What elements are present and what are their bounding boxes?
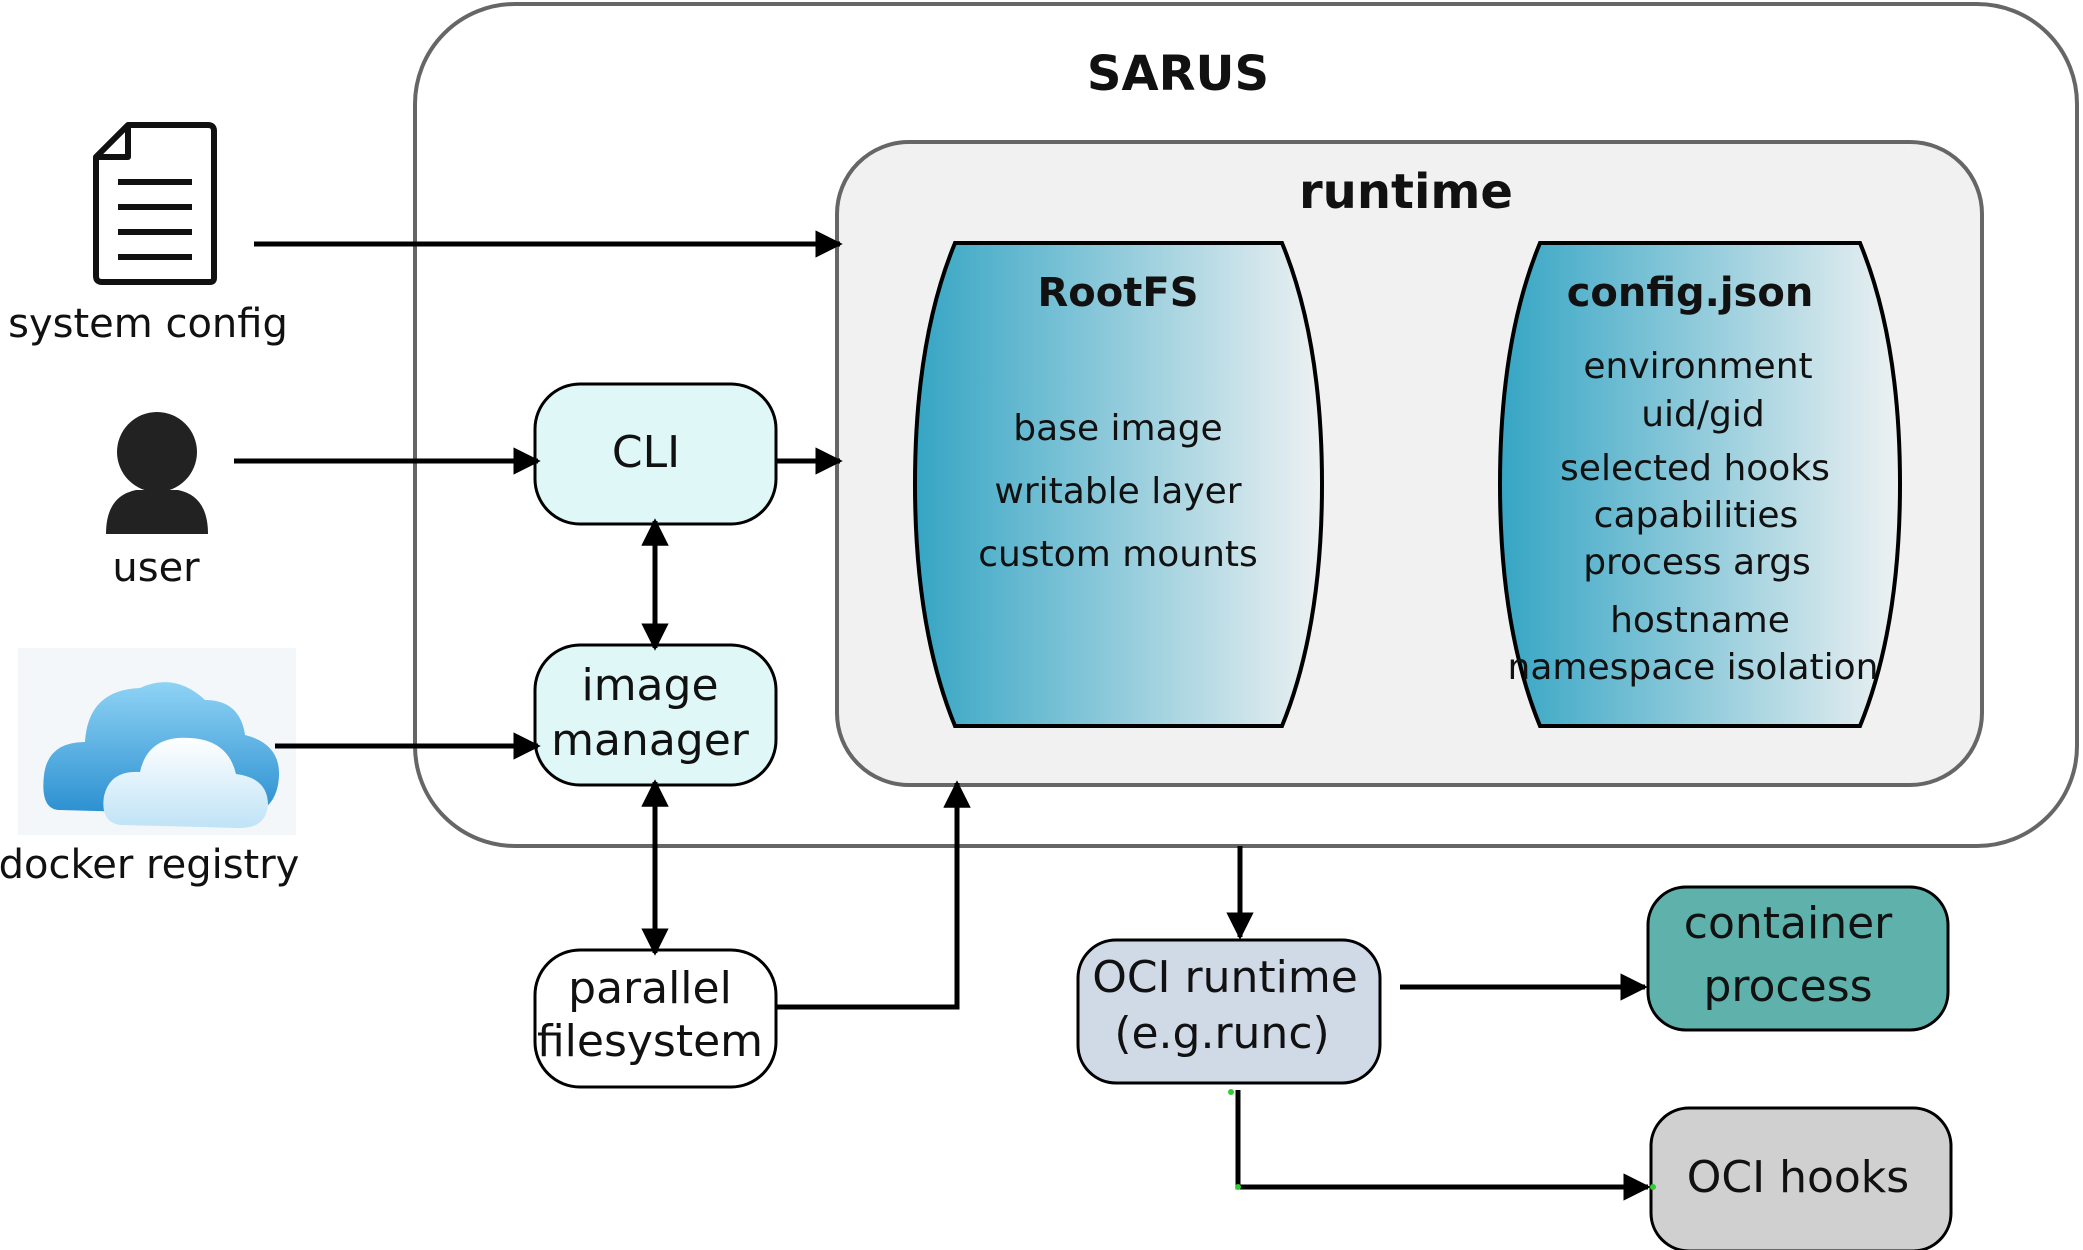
- system-config-label: system config: [8, 301, 288, 347]
- oci-runtime-label-line1: OCI runtime: [1092, 952, 1358, 1003]
- oci-runtime-label-line2: (e.g.runc): [1114, 1008, 1329, 1059]
- connector-point: [1650, 1184, 1656, 1190]
- image-manager-label-line2: manager: [551, 715, 750, 766]
- oci-hooks-box: OCI hooks: [1649, 1106, 1953, 1250]
- cli-box: CLI: [533, 382, 778, 526]
- parallel-fs-label-line1: parallel: [568, 963, 732, 1014]
- config-json-item: namespace isolation: [1508, 647, 1879, 688]
- arrow-parallel-fs-to-runtime: [776, 780, 971, 1010]
- config-json-cylinder: config.json environment uid/gid selected…: [1497, 241, 1903, 728]
- config-json-item: uid/gid: [1641, 394, 1765, 435]
- user-icon: [106, 412, 208, 534]
- image-manager-label-line1: image: [581, 660, 718, 711]
- connector-point: [1235, 1184, 1241, 1190]
- rootfs-cylinder: RootFS base image writable layer custom …: [912, 241, 1325, 728]
- oci-hooks-label: OCI hooks: [1687, 1152, 1909, 1203]
- container-process-label-line1: container: [1684, 898, 1893, 949]
- rootfs-item: writable layer: [994, 471, 1241, 512]
- runtime-title: runtime: [1299, 164, 1513, 220]
- image-manager-box: image manager: [533, 643, 778, 787]
- container-process-box: container process: [1646, 885, 1950, 1032]
- sarus-title: SARUS: [1087, 46, 1269, 102]
- config-json-item: environment: [1583, 346, 1812, 387]
- cli-label: CLI: [612, 427, 680, 478]
- container-process-label-line2: process: [1703, 961, 1872, 1012]
- oci-runtime-box: OCI runtime (e.g.runc): [1076, 938, 1382, 1085]
- config-json-item: hostname: [1610, 600, 1790, 641]
- config-json-item: capabilities: [1594, 495, 1799, 536]
- config-json-title: config.json: [1567, 270, 1814, 316]
- arrow-oci-runtime-to-hooks: [1235, 1090, 1651, 1201]
- config-json-item: selected hooks: [1560, 448, 1830, 489]
- connectors: [234, 230, 1656, 1201]
- cloud-icon: [18, 648, 296, 835]
- rootfs-title: RootFS: [1037, 270, 1198, 316]
- rootfs-item: base image: [1013, 408, 1222, 449]
- connector-point: [1228, 1089, 1234, 1095]
- config-json-item: process args: [1583, 542, 1811, 583]
- parallel-filesystem-box: parallel filesystem: [533, 948, 778, 1089]
- document-icon: [93, 122, 217, 285]
- user-label: user: [112, 545, 200, 591]
- parallel-fs-label-line2: filesystem: [537, 1016, 763, 1067]
- docker-registry-label: docker registry: [0, 842, 299, 888]
- rootfs-item: custom mounts: [978, 534, 1258, 575]
